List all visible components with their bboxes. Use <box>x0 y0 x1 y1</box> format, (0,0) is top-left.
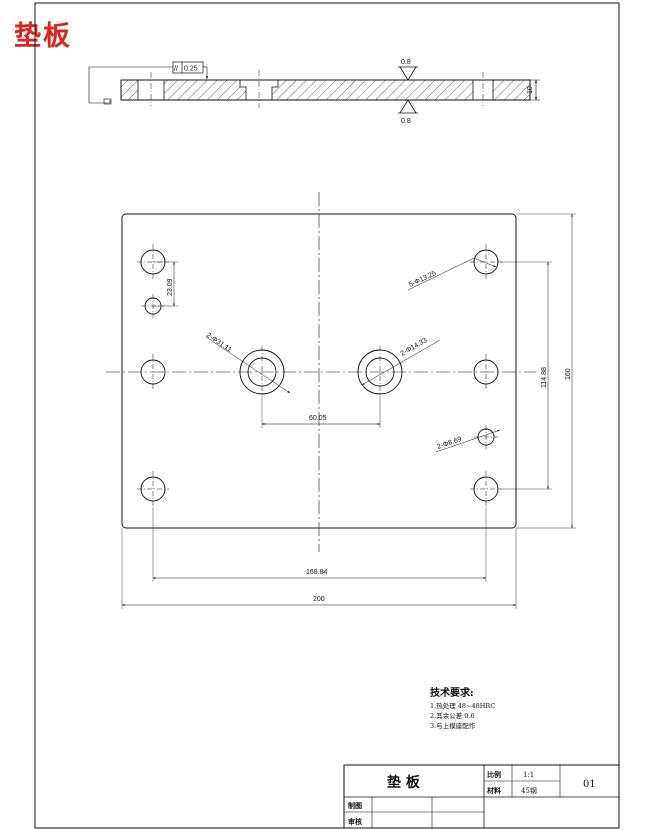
flatness-symbol: // <box>174 66 178 73</box>
dim-center-spacing: 60.05 <box>261 398 381 428</box>
checked-by-label: 审核 <box>348 817 362 826</box>
side-view: // 0.25 0.8 0.8 10 <box>88 59 540 125</box>
tech-requirement-item: 1.热处理 48~48HRC <box>430 702 496 710</box>
tech-requirement-item: 3.与上模座配作 <box>430 722 476 730</box>
tech-requirement-item: 2.其余公差 0.6 <box>430 712 475 720</box>
dim-small-pitch: 23.09 <box>153 261 178 307</box>
material-label: 材料 <box>486 786 501 795</box>
hole-pattern <box>140 249 499 502</box>
section-hatch <box>121 80 530 100</box>
drawing-frame <box>34 2 620 829</box>
leader-counterbore-left: 2-Φ31.11 <box>205 332 291 394</box>
material-value: 45钢 <box>521 786 537 795</box>
tech-requirements-heading: 技术要求: <box>430 688 474 699</box>
dim-width-text: 200 <box>313 596 325 603</box>
leader-small-right: 2-Φ8.69 <box>435 429 501 453</box>
drawing-number: 01 <box>583 779 596 790</box>
flatness-value: 0.25 <box>184 66 198 73</box>
plan-view: 23.09 5-Φ13.25 2-Φ31.11 2-Φ14.33 2-Φ8.69… <box>106 192 576 609</box>
section-outline <box>120 79 531 101</box>
dim-width: 200 <box>121 528 517 609</box>
leader-5-holes-text: 5-Φ13.25 <box>408 270 438 289</box>
flatness-callout: // 0.25 <box>88 61 209 105</box>
dim-inner-width: 168.84 <box>152 507 487 582</box>
title-block-part-name: 垫 板 <box>387 774 421 791</box>
dim-inner-height: 114.88 <box>498 261 552 490</box>
roughness-symbol-bottom: 0.8 <box>398 99 418 125</box>
technical-requirements: 技术要求: 1.热处理 48~48HRC 2.其余公差 0.6 3.与上模座配作 <box>430 684 495 731</box>
roughness-symbol-top: 0.8 <box>398 59 418 81</box>
leader-small-right-text: 2-Φ8.69 <box>436 436 462 451</box>
roughness-top-value: 0.8 <box>401 59 411 66</box>
thickness-dimension: 10 <box>527 79 540 101</box>
drawn-by-label: 制图 <box>348 801 362 810</box>
leader-counterbore-left-text: 2-Φ31.11 <box>205 332 233 354</box>
dim-center-spacing-text: 60.05 <box>309 415 327 422</box>
dim-inner-height-text: 114.88 <box>541 367 548 388</box>
dim-height: 160 <box>516 213 576 529</box>
thickness-value: 10 <box>527 86 534 94</box>
dim-inner-width-text: 168.84 <box>306 569 328 576</box>
dim-height-text: 160 <box>565 368 572 380</box>
roughness-bottom-value: 0.8 <box>401 118 411 125</box>
page-title: 垫板 <box>14 21 72 52</box>
scale-label: 比例 <box>487 770 501 779</box>
title-block: 垫 板 比例 1:1 材料 45钢 01 制图 审核 <box>343 764 620 829</box>
leader-counterbore-right-text: 2-Φ14.33 <box>400 337 429 358</box>
scale-value: 1:1 <box>523 771 534 779</box>
dim-small-pitch-text: 23.09 <box>167 278 174 296</box>
